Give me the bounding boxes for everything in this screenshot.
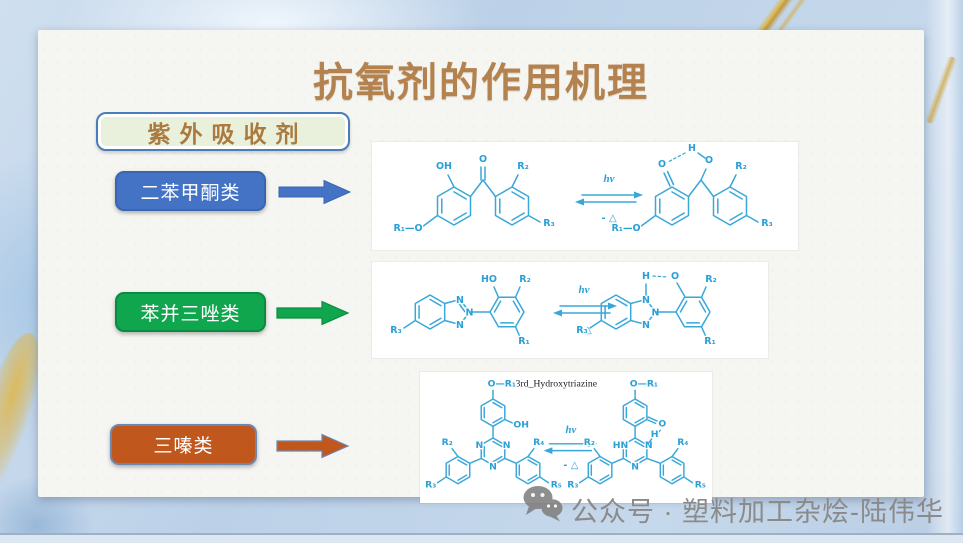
atom-label: H [642, 271, 650, 282]
equilibrium-arrows: hν - △ [575, 173, 643, 224]
atom-label: O [705, 155, 713, 166]
atom-label: R₂ [584, 437, 595, 448]
atom-label: R₅ [695, 480, 706, 491]
right-arrow-icon [276, 433, 350, 459]
hv-label: hν [604, 173, 615, 185]
triazine-label-button: 三嗪类 [110, 424, 257, 465]
atom-label: O—R₁ [488, 378, 516, 389]
benzotriazole-label: 苯并三唑类 [140, 303, 241, 325]
atom-label: O [658, 418, 666, 429]
atom-label: R₄ [677, 437, 688, 448]
molecule-hydroxytriazine-tautomer: O—R₁ O HN N N H R₂ R₃ [566, 377, 707, 492]
right-arrow-icon [278, 179, 352, 205]
watermark-text: 公众号 · 塑料加工杂烩-陆伟华 [571, 497, 944, 527]
atom-label: N [466, 308, 474, 319]
atom-label: HO [481, 274, 497, 285]
atom-label: N [476, 440, 484, 451]
delta-label: - △ [563, 460, 578, 471]
atom-label: R₁—O [611, 223, 640, 234]
benzophenone-structure-panel: O OH R₂ R₃ R₁—O hν - △ [372, 142, 798, 250]
atom-label: OH [513, 419, 529, 430]
delta-label: - △ [576, 325, 592, 336]
atom-label: N [503, 440, 511, 451]
atom-label: R₂ [705, 274, 716, 285]
atom-label: R₃ [761, 218, 772, 229]
atom-label: N [456, 320, 464, 331]
atom-label: O [658, 159, 666, 170]
watermark: 公众号 · 塑料加工杂烩-陆伟华 [522, 484, 944, 529]
atom-label: N [642, 320, 650, 331]
atom-label: R₂ [519, 274, 530, 285]
slide-card: 抗氧剂的作用机理 紫外吸收剂 二苯甲酮类 O OH R₂ [38, 30, 924, 503]
molecule-benzophenone-keto: O O H R₂ R₃ R₁—O [610, 142, 774, 235]
atom-label: N [456, 295, 464, 306]
atom-label: R₁—O [393, 223, 422, 234]
atom-label: N [645, 440, 653, 451]
atom-label: O [671, 271, 679, 282]
triazine-structure-panel: 3rd_Hydroxytriazine O—R₁ OH N N N R₂ [420, 372, 712, 503]
molecule-hydroxytriazine: O—R₁ OH N N N R₂ R₃ R₄ [424, 377, 563, 492]
molecule-benzotriazole-tautomer: N N N H O R₂ R₁ R₃ [575, 270, 718, 349]
category-box: 紫外吸收剂 [96, 112, 350, 151]
page-title: 抗氧剂的作用机理 [313, 61, 649, 105]
atom-label: OH [436, 161, 452, 172]
atom-label: R₁ [518, 336, 529, 347]
hv-label: hν [566, 424, 577, 436]
atom-label: R₁ [704, 336, 715, 347]
atom-label: R₃ [543, 218, 554, 229]
right-arrow-icon [276, 300, 350, 326]
atom-label: H [688, 143, 696, 154]
gold-vein-decoration [924, 55, 958, 125]
atom-label: HN [613, 440, 628, 451]
atom-label: R₃ [576, 325, 587, 336]
triazine-label: 三嗪类 [153, 436, 214, 457]
atom-label: H [651, 429, 659, 440]
bottom-edge [0, 533, 963, 543]
molecule-benzotriazole: N N N HO R₂ R₁ R₃ [389, 273, 532, 349]
atom-label: N [642, 295, 650, 306]
hv-label: hν [579, 284, 590, 296]
atom-label: O [479, 154, 487, 165]
atom-label: R₅ [551, 480, 562, 491]
benzophenone-label-button: 二苯甲酮类 [115, 171, 266, 211]
structure-title: 3rd_Hydroxytriazine [516, 378, 598, 389]
benzotriazole-structure-panel: N N N HO R₂ R₁ R₃ hν [372, 262, 768, 358]
atom-label: N [652, 308, 660, 319]
benzotriazole-label-button: 苯并三唑类 [115, 292, 266, 332]
atom-label: R₃ [425, 480, 436, 491]
atom-label: R₃ [390, 325, 401, 336]
atom-label: R₂ [442, 437, 453, 448]
background-band [926, 0, 963, 543]
atom-label: N [489, 462, 497, 473]
molecule-benzophenone-enol: O OH R₂ R₃ R₁—O [392, 153, 556, 236]
atom-label: O—R₁ [630, 378, 658, 389]
benzophenone-label: 二苯甲酮类 [140, 182, 241, 204]
atom-label: N [631, 462, 639, 473]
wechat-icon [523, 486, 563, 522]
atom-label: R₄ [533, 437, 544, 448]
category-label: 紫外吸收剂 [147, 120, 308, 148]
equilibrium-arrows: hν - △ [543, 424, 598, 471]
delta-label: - △ [601, 213, 617, 224]
atom-label: R₂ [735, 161, 746, 172]
atom-label: R₃ [567, 480, 578, 491]
atom-label: R₂ [517, 161, 528, 172]
